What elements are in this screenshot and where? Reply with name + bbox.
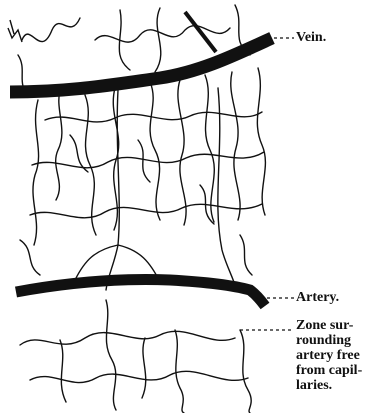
capillary (218, 88, 236, 288)
capillary (56, 90, 62, 200)
capillary (32, 152, 264, 168)
capillary (85, 95, 96, 235)
capillary (257, 68, 265, 215)
capillary (205, 75, 214, 222)
capillary-network (18, 5, 265, 413)
small-vessel-branch (8, 20, 22, 42)
capillary (45, 112, 262, 122)
zone-label: Zone sur- rounding artery free from capi… (296, 318, 362, 393)
capillary (142, 338, 146, 398)
capillary (231, 72, 240, 220)
capillary (20, 240, 40, 275)
capillary (20, 331, 235, 345)
artery-label: Artery. (296, 291, 339, 305)
capillary (240, 235, 252, 275)
capillary (33, 100, 39, 245)
capillary (240, 330, 251, 413)
capillary (95, 26, 230, 42)
capillary (60, 340, 66, 402)
capillary (106, 300, 116, 410)
vein-label: Vein. (296, 31, 326, 45)
capillary (30, 371, 248, 382)
artery-vessel (16, 280, 265, 307)
capillary (138, 140, 150, 182)
capillary (75, 245, 118, 280)
capillary (22, 18, 80, 42)
capillary (30, 204, 262, 218)
capillary (178, 80, 186, 225)
capillary (155, 8, 161, 72)
vein-vessel (10, 38, 272, 92)
capillary (150, 82, 160, 220)
